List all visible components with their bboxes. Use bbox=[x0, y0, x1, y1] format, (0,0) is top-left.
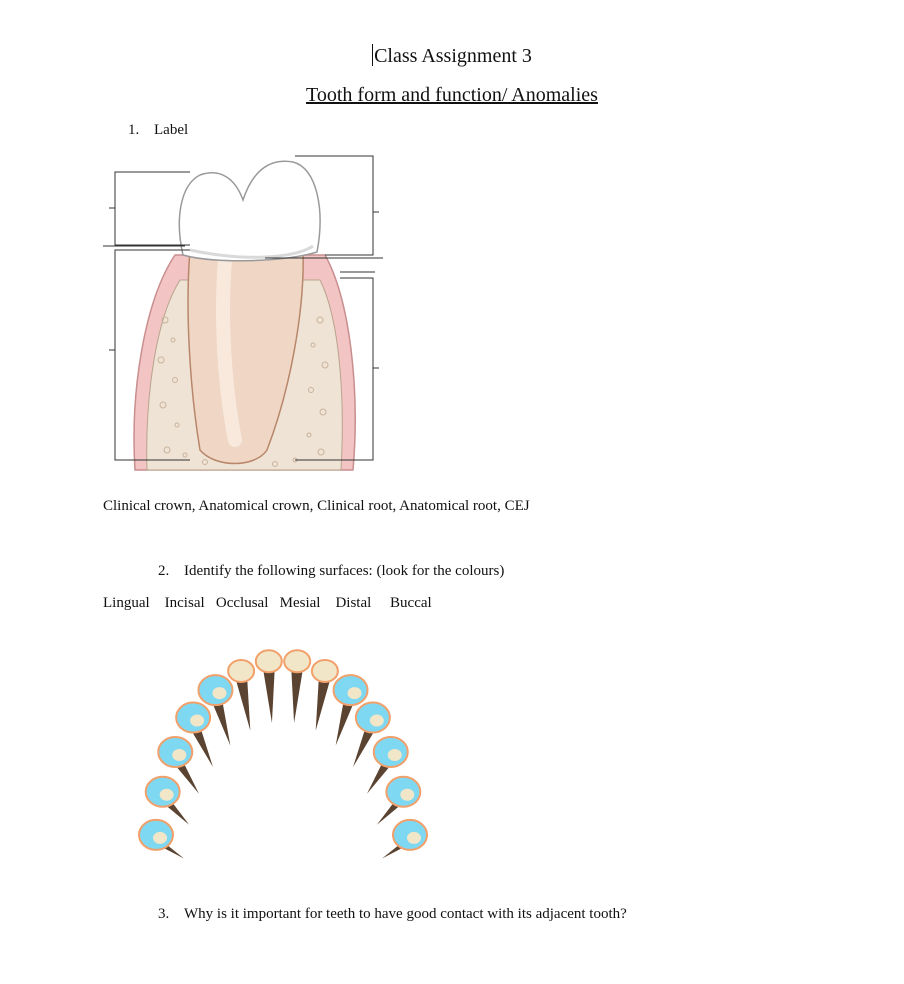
molar-tooth bbox=[376, 775, 422, 825]
dental-arch-diagram bbox=[138, 649, 428, 859]
label-terms: Clinical crown, Anatomical crown, Clinic… bbox=[103, 498, 530, 514]
root-highlight bbox=[216, 253, 242, 447]
incisor-tooth bbox=[283, 649, 312, 723]
molar-tooth bbox=[197, 674, 234, 746]
incisor-tooth bbox=[254, 649, 283, 723]
page-title: Class Assignment 3 bbox=[0, 44, 904, 68]
molar-tooth bbox=[138, 818, 184, 859]
question-text: Identify the following surfaces: (look f… bbox=[184, 563, 505, 579]
crown-shadow bbox=[189, 244, 314, 259]
molar-tooth bbox=[332, 674, 369, 746]
text-cursor bbox=[372, 44, 374, 66]
label-brackets-left bbox=[103, 171, 190, 461]
question-text: Why is it important for teeth to have go… bbox=[184, 906, 627, 922]
surface-mesial: Mesial bbox=[279, 595, 321, 611]
surface-lingual: Lingual bbox=[103, 595, 150, 611]
surface-terms: Lingual Incisal Occlusal Mesial Distal B… bbox=[103, 595, 432, 612]
surface-incisal: Incisal bbox=[164, 595, 205, 611]
question-number: 3. bbox=[158, 906, 170, 922]
question-2: 2. Identify the following surfaces: (look… bbox=[158, 563, 504, 580]
surface-occlusal: Occlusal bbox=[215, 595, 269, 611]
question-number: 1. bbox=[128, 122, 140, 138]
molar-tooth bbox=[144, 775, 190, 825]
incisor-tooth bbox=[310, 659, 339, 731]
question-1: 1. Label bbox=[128, 122, 188, 139]
page-subtitle: Tooth form and function/ Anomalies bbox=[306, 84, 598, 106]
label-brackets-right bbox=[265, 155, 383, 461]
teeth-arch bbox=[138, 649, 428, 859]
incisor-tooth bbox=[227, 659, 256, 731]
surface-buccal: Buccal bbox=[390, 595, 432, 611]
bone-texture bbox=[157, 316, 329, 467]
surface-distal: Distal bbox=[335, 595, 372, 611]
question-3: 3. Why is it important for teeth to have … bbox=[158, 906, 627, 923]
tooth-crown bbox=[178, 160, 321, 262]
question-number: 2. bbox=[158, 563, 170, 579]
title-text: Class Assignment 3 bbox=[374, 45, 532, 67]
question-text: Label bbox=[154, 122, 189, 138]
molar-tooth bbox=[382, 818, 428, 859]
tooth-cross-section-diagram bbox=[103, 155, 383, 471]
